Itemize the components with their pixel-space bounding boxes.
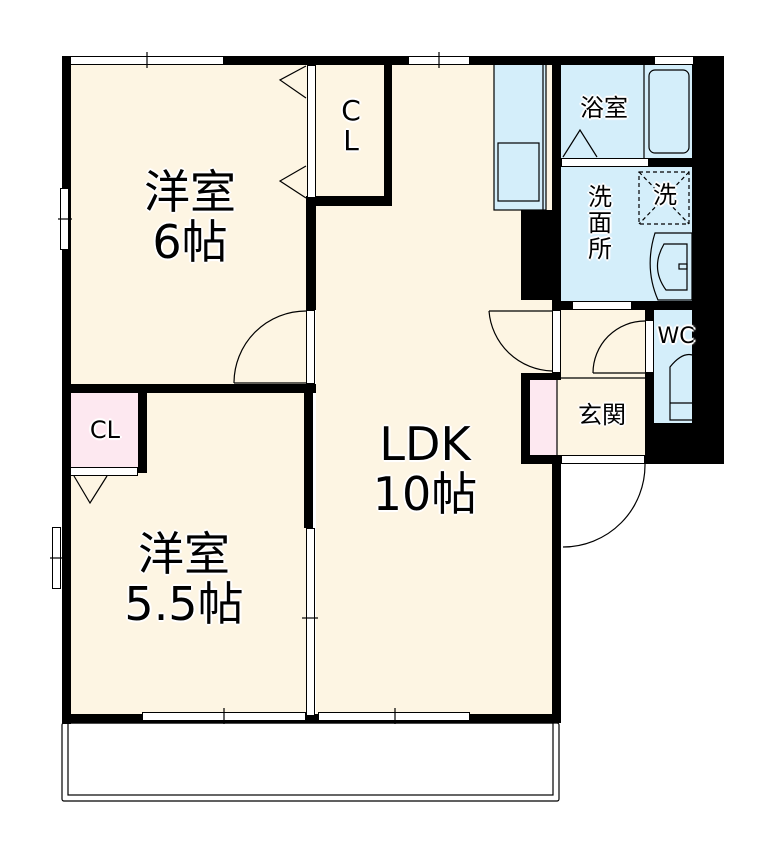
shoe-cabinet (530, 378, 557, 455)
room-size: 5.5帖 (124, 576, 244, 631)
hallway (561, 310, 645, 378)
toilet (654, 310, 698, 423)
closet-letter-l: L (343, 124, 359, 158)
washroom-char-2: 面 (588, 208, 612, 237)
wall-closet1-bottom (306, 196, 392, 206)
wash-door (572, 301, 632, 310)
label-washer-space: 洗 (653, 181, 677, 209)
room-name: 洋室 (138, 527, 230, 581)
closet1-door (307, 65, 316, 198)
wall-bottom (62, 714, 559, 723)
room-name: 洋室 (144, 165, 236, 219)
kitchen-counter (494, 64, 546, 210)
toilet-door-frame (645, 320, 654, 373)
washroom (561, 167, 692, 301)
wall-entrance-bottom (521, 455, 561, 464)
washroom-char-1: 洗 (588, 183, 612, 211)
room-label-closet-2: CL (89, 416, 121, 444)
wall-closet1-right (384, 56, 392, 206)
window-bottom-ldk (318, 712, 470, 721)
western-room-1 (70, 64, 308, 385)
wall-room1-ldk (306, 198, 316, 310)
wall-entrance-left (521, 373, 530, 464)
hall-door-frame (552, 310, 561, 373)
closet2-door (70, 467, 138, 476)
wall-room-divider-h (62, 384, 316, 393)
wall-room2-ldk-v (304, 393, 313, 528)
wall-wet-right (692, 56, 724, 464)
room-label-western-1: 洋室 6帖 (120, 165, 260, 269)
wall-toilet-bottom (645, 423, 724, 464)
bathroom (561, 64, 698, 158)
room-size: 10帖 (372, 466, 478, 521)
entrance-step (561, 455, 645, 464)
wall-toilet-left (645, 310, 654, 464)
room-label-toilet: WC (657, 324, 695, 349)
room-name: LDK (379, 417, 471, 471)
closet-2 (70, 393, 138, 473)
wall-closet2-right (138, 393, 147, 473)
wall-kitchen-wet (552, 64, 561, 310)
wall-top (62, 56, 724, 65)
wall-wash-bottom (552, 301, 724, 310)
room-label-entrance: 玄関 (578, 401, 626, 429)
bath-door (561, 158, 649, 167)
sliding-door-room2-ldk (306, 528, 315, 716)
room-label-bathroom: 浴室 (580, 94, 628, 122)
room-size: 6帖 (152, 214, 228, 269)
room1-door-frame (306, 310, 315, 384)
closet-letter-c: C (341, 94, 361, 127)
room-label-closet-1: C L (330, 94, 372, 158)
room-label-washroom: 洗 面 所 (580, 183, 620, 263)
room-label-ldk: LDK 10帖 (350, 417, 500, 521)
wall-ldk-right-lower (552, 455, 561, 723)
washroom-char-3: 所 (588, 234, 612, 263)
wall-entrance-top (521, 373, 561, 380)
room-label-western-2: 洋室 5.5帖 (104, 527, 264, 631)
window-top-bath (654, 56, 694, 65)
